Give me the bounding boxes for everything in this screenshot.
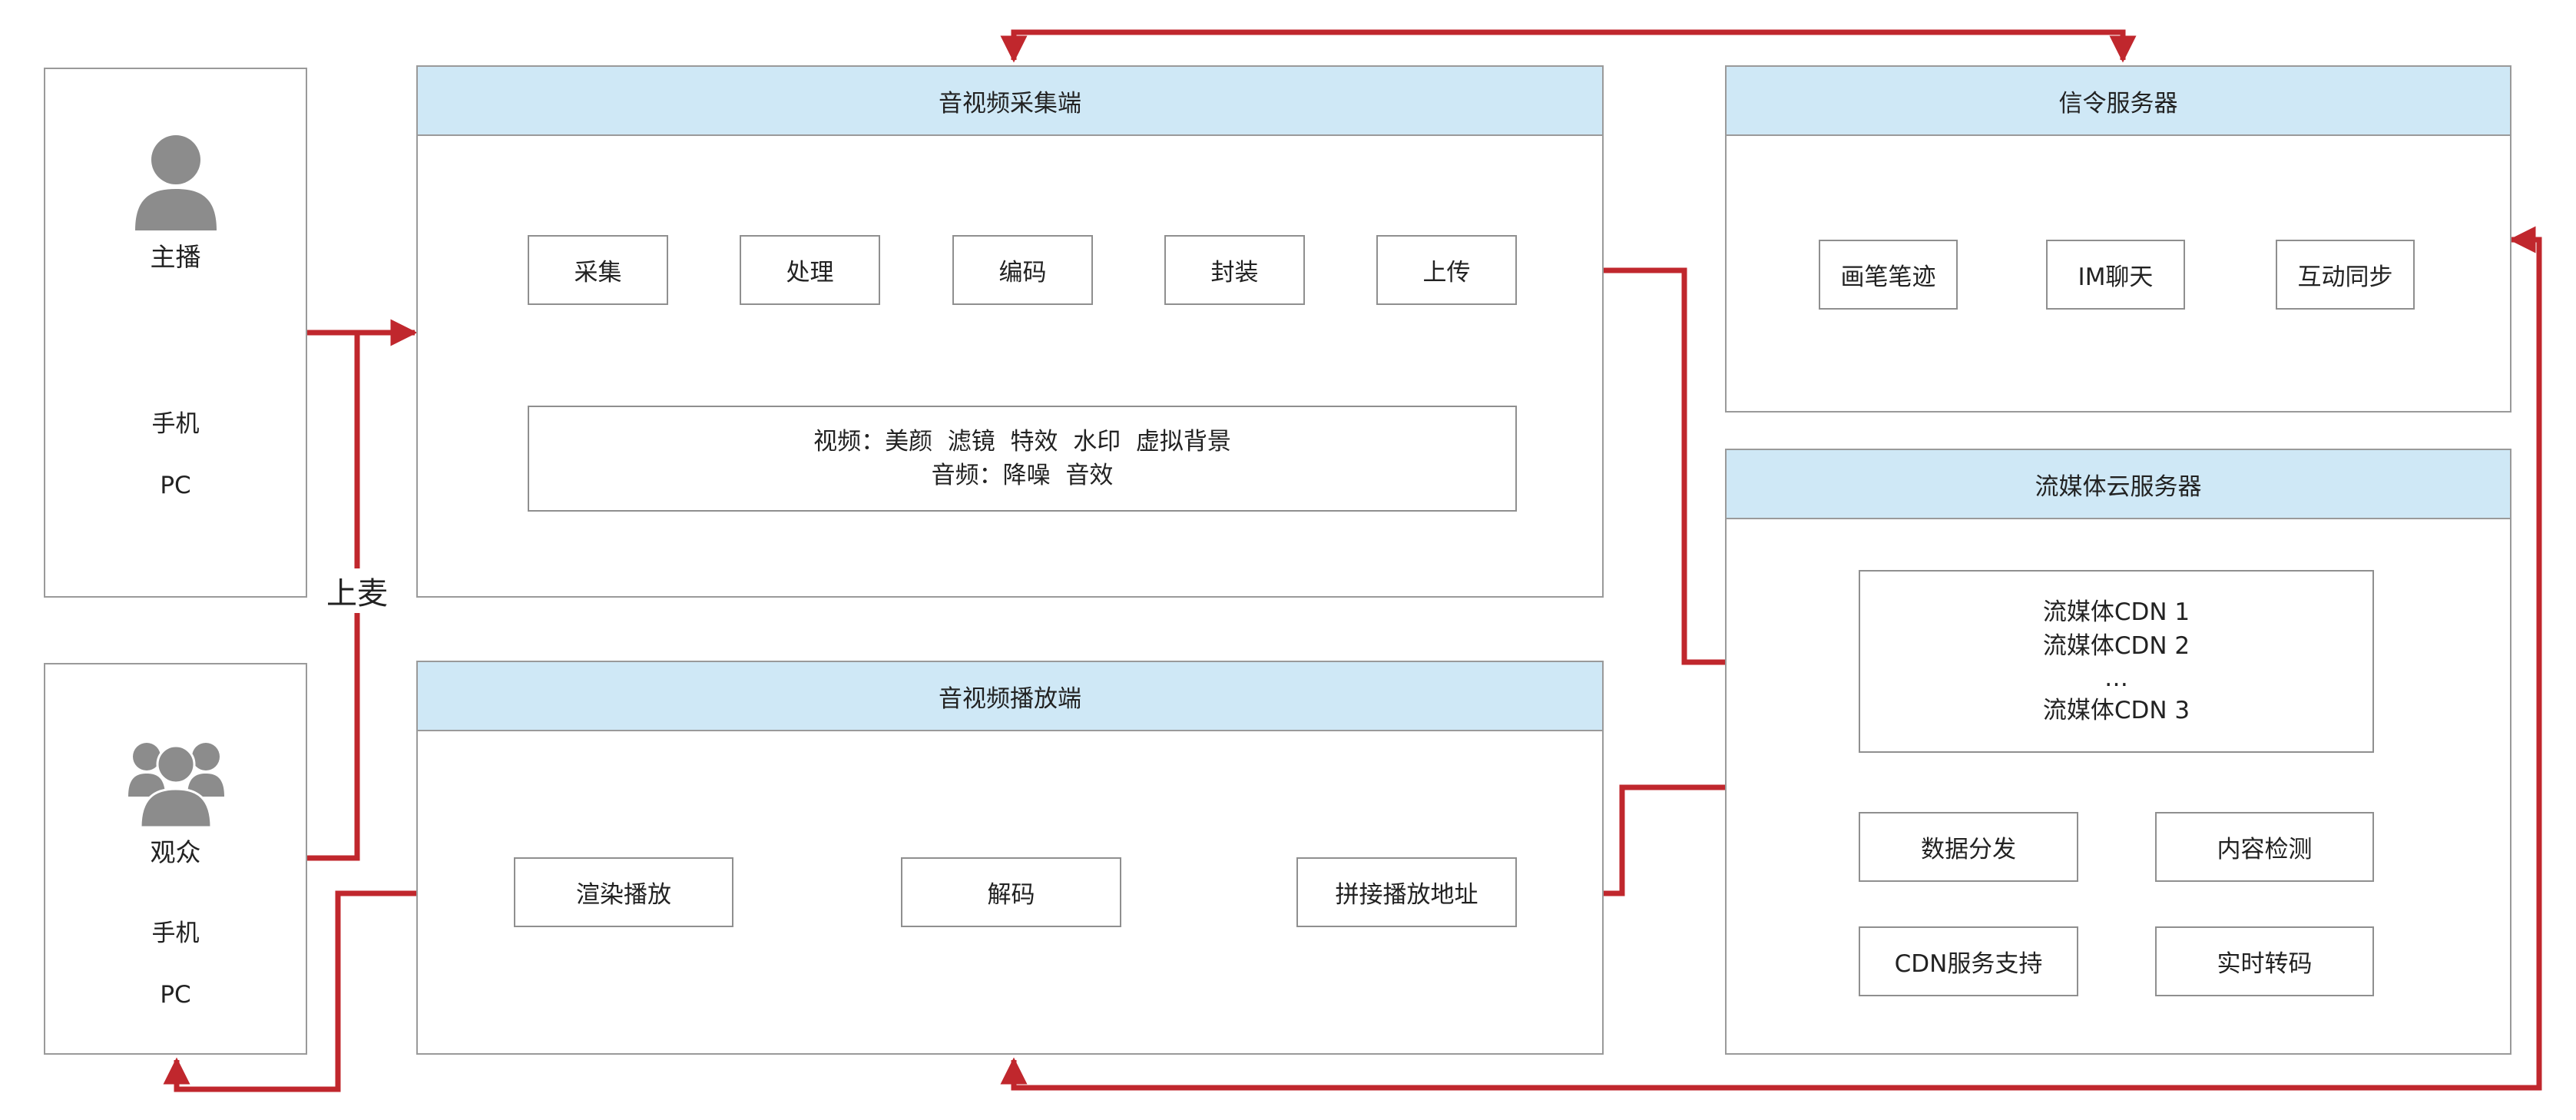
cdn-item: 流媒体CDN 3: [2042, 697, 2190, 724]
step-render: 渲染播放: [514, 857, 733, 927]
signal-item-sync: 互动同步: [2276, 240, 2415, 310]
audience-title: 观众: [150, 837, 201, 867]
step-package: 封装: [1164, 235, 1305, 305]
service-cdn-support: CDN服务支持: [1859, 926, 2078, 996]
step-decode: 解码: [901, 857, 1121, 927]
user-icon: [135, 135, 217, 230]
arrow-capture-signal: [1000, 29, 2137, 63]
users-icon: [128, 743, 224, 827]
step-play-address: 拼接播放地址: [1296, 857, 1517, 927]
step-capture: 采集: [528, 235, 668, 305]
effects-box: 视频：美颜 滤镜 特效 水印 虚拟背景 音频：降噪 音效: [528, 406, 1517, 512]
cdn-item: 流媒体CDN 1: [2042, 598, 2190, 626]
audience-device-phone: 手机: [151, 920, 200, 947]
arrow-to-signal: [2508, 226, 2542, 1054]
cdn-item: …: [2104, 664, 2128, 692]
line-audience-upmic: [307, 333, 360, 861]
signal-title: 信令服务器: [1727, 67, 2510, 136]
capture-panel: 音视频采集端: [416, 65, 1604, 598]
service-transcode: 实时转码: [2155, 926, 2374, 996]
audience-panel: 观众 手机 PC: [44, 663, 307, 1055]
cdn-item: 流媒体CDN 2: [2042, 632, 2190, 660]
capture-title: 音视频采集端: [418, 67, 1602, 136]
arrow-render-audience: [163, 890, 514, 1092]
signal-panel: 信令服务器: [1725, 65, 2511, 413]
step-process: 处理: [740, 235, 880, 305]
signal-item-im: IM聊天: [2046, 240, 2185, 310]
effects-audio: 音频：降噪 音效: [931, 462, 1114, 489]
service-distribution: 数据分发: [1859, 812, 2078, 882]
cdn-list-box: 流媒体CDN 1 流媒体CDN 2 … 流媒体CDN 3: [1859, 570, 2374, 753]
anchor-device-pc: PC: [160, 472, 191, 499]
signal-item-brush: 画笔笔迹: [1819, 240, 1958, 310]
streaming-title: 流媒体云服务器: [1727, 450, 2510, 519]
anchor-title: 主播: [150, 242, 201, 272]
playback-title: 音视频播放端: [418, 662, 1602, 731]
step-encode: 编码: [952, 235, 1093, 305]
audience-device-pc: PC: [160, 981, 191, 1009]
anchor-panel: 主播 手机 PC: [44, 68, 307, 598]
service-content-check: 内容检测: [2155, 812, 2374, 882]
arrow-stream-playback: [1000, 1054, 2542, 1091]
effects-video: 视频：美颜 滤镜 特效 水印 虚拟背景: [813, 428, 1231, 456]
anchor-device-phone: 手机: [151, 410, 200, 438]
upmic-label: 上麦: [315, 568, 399, 613]
step-upload: 上传: [1376, 235, 1517, 305]
